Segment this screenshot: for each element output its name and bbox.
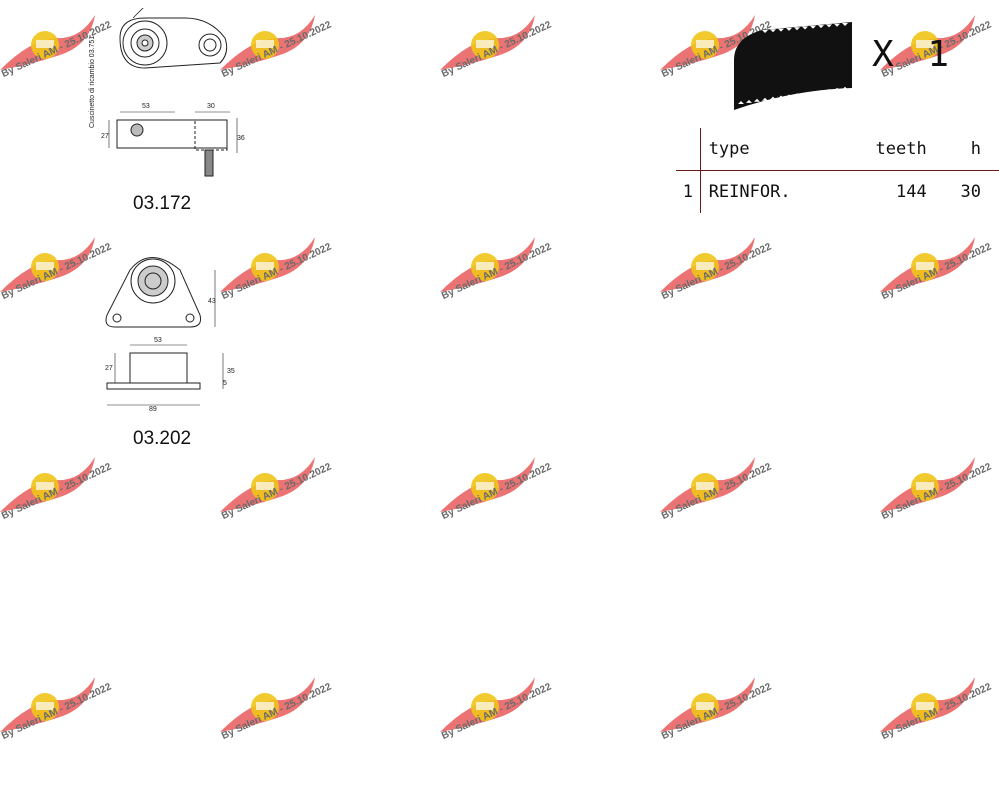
watermark-logo: By Saleri AM - 25.10.2022 — [440, 672, 590, 792]
winged-logo-icon — [0, 15, 95, 70]
watermark-logo: By Saleri AM - 25.10.2022 — [660, 452, 810, 572]
belt-spec-table: type teeth h 1 REINFOR. 144 30 — [676, 128, 999, 213]
dim-label: 89 — [149, 406, 157, 413]
winged-logo-icon — [660, 15, 755, 70]
dim-label: 5 — [223, 380, 227, 387]
column-header-h: h — [926, 128, 999, 171]
dim-label: 30 — [207, 103, 215, 110]
tensioner-drawing-03172: 53 30 27 36 Cuscinetto di ricambio 03.75… — [89, 8, 245, 177]
winged-logo-icon — [440, 237, 535, 292]
dim-label: 53 — [142, 103, 150, 110]
winged-logo-icon — [220, 457, 315, 512]
belt-height: 30 — [960, 182, 981, 202]
belt-type: REINFOR. — [708, 182, 791, 202]
watermark-logo: By Saleri AM - 25.10.2022 — [660, 10, 810, 130]
watermark-logo: By Saleri AM - 25.10.2022 — [660, 232, 810, 352]
winged-logo-icon — [880, 237, 975, 292]
watermark-logo: By Saleri AM - 25.10.2022 — [220, 672, 370, 792]
part-code-03202: 03.202 — [133, 428, 192, 449]
winged-logo-icon — [880, 15, 975, 70]
watermark-logo: By Saleri AM - 25.10.2022 — [440, 10, 590, 130]
table-row: 1 REINFOR. 144 30 — [676, 170, 999, 213]
belt-quantity: X 1 — [872, 34, 956, 75]
watermark-logo: By Saleri AM - 25.10.2022 — [220, 452, 370, 572]
dim-label: 35 — [227, 368, 235, 375]
dim-label: 27 — [101, 133, 109, 140]
belt-teeth: 144 — [896, 182, 927, 202]
idler-drawing-03202: 43 53 27 35 5 89 — [105, 257, 235, 413]
watermark-logo: By Saleri AM - 25.10.2022 — [880, 672, 999, 792]
watermark-logo: By Saleri AM - 25.10.2022 — [0, 232, 150, 352]
winged-logo-icon — [0, 457, 95, 512]
watermark-logo: By Saleri AM - 25.10.2022 — [220, 10, 370, 130]
watermark-logo: By Saleri AM - 25.10.2022 — [440, 452, 590, 572]
column-header-type: type — [700, 128, 828, 171]
watermark-logo: By Saleri AM - 25.10.2022 — [660, 672, 810, 792]
winged-logo-icon — [440, 457, 535, 512]
table-header-row: type teeth h — [676, 128, 999, 171]
dim-label: 36 — [237, 135, 245, 142]
watermark-logo: By Saleri AM - 25.10.2022 — [440, 232, 590, 352]
winged-logo-icon — [0, 237, 95, 292]
watermark-logo: By Saleri AM - 25.10.2022 — [0, 452, 150, 572]
replacement-bearing-note: Cuscinetto di ricambio 03.751 — [89, 36, 96, 128]
column-header-index — [676, 128, 701, 171]
toothed-belt-icon — [734, 22, 852, 110]
watermark-logo: By Saleri AM - 25.10.2022 — [880, 452, 999, 572]
watermark-logo: By Saleri AM - 25.10.2022 — [0, 10, 150, 130]
column-header-teeth: teeth — [827, 128, 927, 171]
winged-logo-icon — [660, 237, 755, 292]
watermark-logo: By Saleri AM - 25.10.2022 — [0, 672, 150, 792]
winged-logo-icon — [880, 457, 975, 512]
watermark-logo: By Saleri AM - 25.10.2022 — [220, 232, 370, 352]
dim-label: 27 — [105, 365, 113, 372]
dim-label: 53 — [154, 337, 162, 344]
winged-logo-icon — [220, 15, 315, 70]
watermark-logo: By Saleri AM - 25.10.2022 — [880, 232, 999, 352]
part-code-03172: 03.172 — [133, 193, 192, 214]
winged-logo-icon — [660, 457, 755, 512]
winged-logo-icon — [220, 237, 315, 292]
row-index: 1 — [676, 170, 701, 213]
winged-logo-icon — [440, 15, 535, 70]
watermark-logo: By Saleri AM - 25.10.2022 — [880, 10, 999, 130]
dim-label: 43 — [208, 298, 216, 305]
